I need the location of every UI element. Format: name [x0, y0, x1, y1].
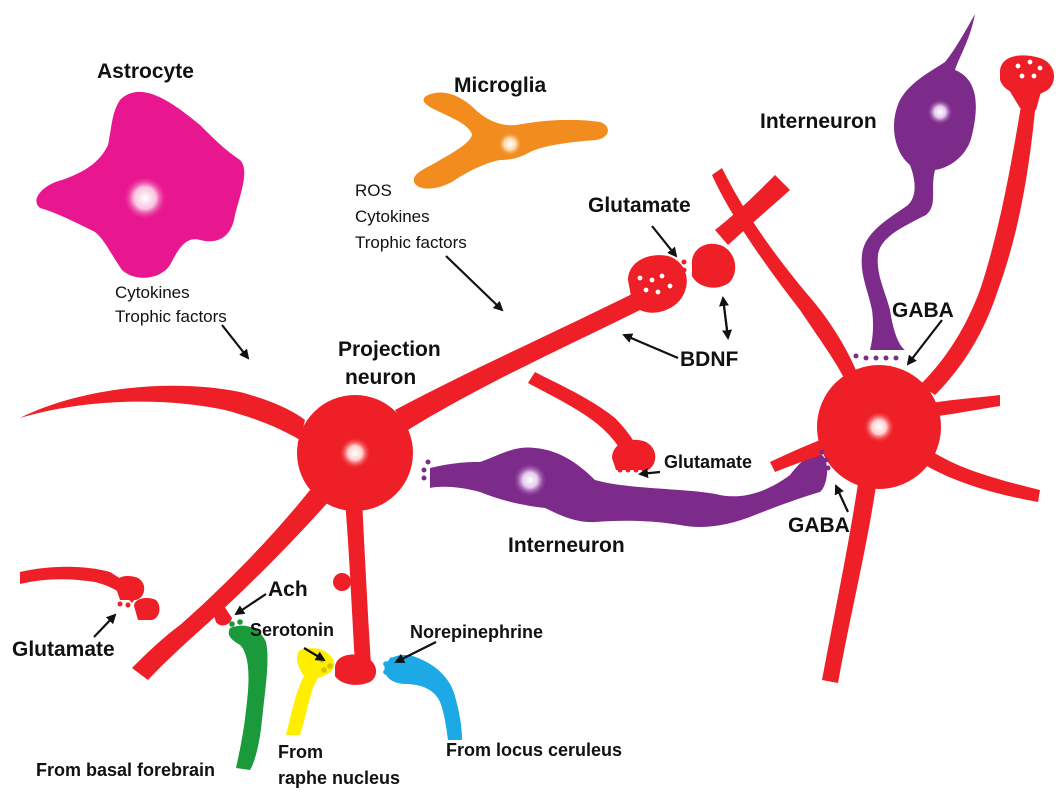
norepinephrine-label: Norepinephrine	[410, 622, 543, 642]
bdnf-label: BDNF	[680, 348, 738, 371]
glutamate-top-label: Glutamate	[588, 194, 691, 217]
astrocyte-cell	[36, 92, 244, 278]
projection-neuron-label-2: neuron	[345, 366, 416, 389]
interneuron-middle-label: Interneuron	[508, 534, 625, 557]
serotonergic-afferent	[286, 648, 334, 735]
microglia-cell	[414, 92, 608, 188]
gaba-top-label: GABA	[892, 299, 954, 322]
raphe-label-1: From	[278, 742, 323, 762]
glutamate-mid-label: Glutamate	[664, 452, 752, 472]
ach-label: Ach	[268, 578, 308, 601]
basal-forebrain-label: From basal forebrain	[36, 760, 215, 780]
microglia-label: Microglia	[454, 74, 547, 97]
locus-ceruleus-label: From locus ceruleus	[446, 740, 622, 760]
astrocyte-signal-1: Cytokines	[115, 283, 190, 302]
cholinergic-afferent	[229, 626, 268, 770]
interneuron-top-label: Interneuron	[760, 110, 877, 133]
astrocyte-signal-2: Trophic factors	[115, 307, 227, 326]
projection-neuron-right	[692, 55, 1054, 683]
microglia-signal-2: Cytokines	[355, 207, 430, 226]
raphe-label-2: raphe nucleus	[278, 768, 400, 788]
gaba-bottom-label: GABA	[788, 514, 850, 537]
glutamate-left-label: Glutamate	[12, 638, 115, 661]
microglia-signal-3: Trophic factors	[355, 233, 467, 252]
noradrenergic-afferent	[384, 655, 462, 740]
projection-neuron-label-1: Projection	[338, 338, 441, 361]
astrocyte-label: Astrocyte	[97, 60, 194, 83]
serotonin-label: Serotonin	[250, 620, 334, 640]
microglia-signal-1: ROS	[355, 181, 392, 200]
